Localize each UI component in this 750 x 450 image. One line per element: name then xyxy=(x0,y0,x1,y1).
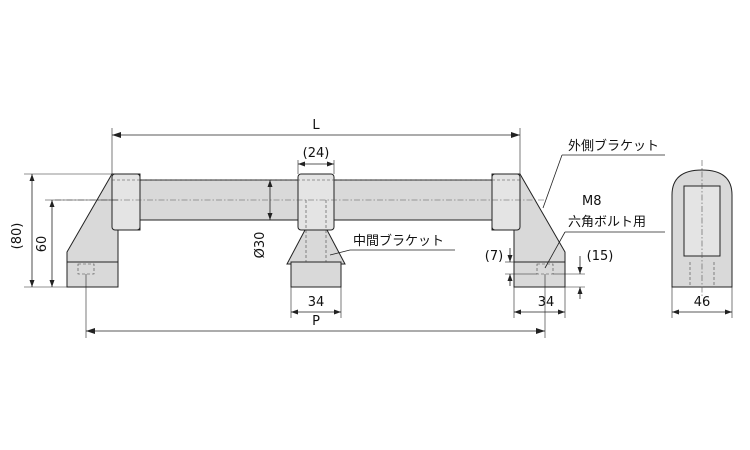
left-bolt-pocket xyxy=(77,263,95,275)
dim-center-base: 34 xyxy=(290,287,342,318)
bolt-offset-large-label: (15) xyxy=(587,249,614,264)
outer-base-label: 34 xyxy=(538,295,555,310)
dim-heights: (80) 60 xyxy=(10,173,118,288)
dim-length: L xyxy=(111,118,521,174)
dim-pitch: P xyxy=(85,274,546,338)
callout-bolt: M8 六角ボルト用 xyxy=(544,194,665,269)
bolt-offset-small-label: (7) xyxy=(485,249,503,264)
right-bracket-cap xyxy=(491,173,521,231)
callout-outer-bracket: 外側ブラケット xyxy=(542,138,665,209)
pitch-label: P xyxy=(312,314,320,329)
outer-bracket-label: 外側ブラケット xyxy=(568,138,659,154)
diameter-label: Ø30 xyxy=(253,232,268,259)
center-bracket-collar xyxy=(297,173,335,231)
center-base-label: 34 xyxy=(308,295,325,310)
side-width-label: 46 xyxy=(694,295,711,310)
center-bracket-label: 中間ブラケット xyxy=(353,233,444,249)
bolt-type-label: 六角ボルト用 xyxy=(568,215,646,230)
left-bracket-cap xyxy=(111,173,141,231)
left-foot xyxy=(66,261,119,288)
length-label: L xyxy=(312,118,320,133)
dim-side-width: 46 xyxy=(671,287,733,318)
dim-outer-base: 34 xyxy=(513,287,566,318)
callout-center-bracket: 中間ブラケット xyxy=(329,233,455,256)
center-top-label: (24) xyxy=(303,146,330,161)
center-bracket-base xyxy=(290,261,342,288)
bolt-size-label: M8 xyxy=(582,194,602,209)
right-bolt-pocket xyxy=(536,263,554,275)
dim-grip-diameter: Ø30 xyxy=(253,180,273,258)
overall-height-label: (80) xyxy=(10,223,25,250)
center-bracket-leg xyxy=(286,229,346,265)
handle-side-view xyxy=(671,160,733,297)
right-foot xyxy=(513,261,566,288)
handle-front-view xyxy=(55,173,566,288)
dim-bolt-offsets: (7) (15) xyxy=(485,248,614,299)
dim-center-bracket-top: (24) xyxy=(297,146,335,174)
height-label: 60 xyxy=(35,236,50,253)
